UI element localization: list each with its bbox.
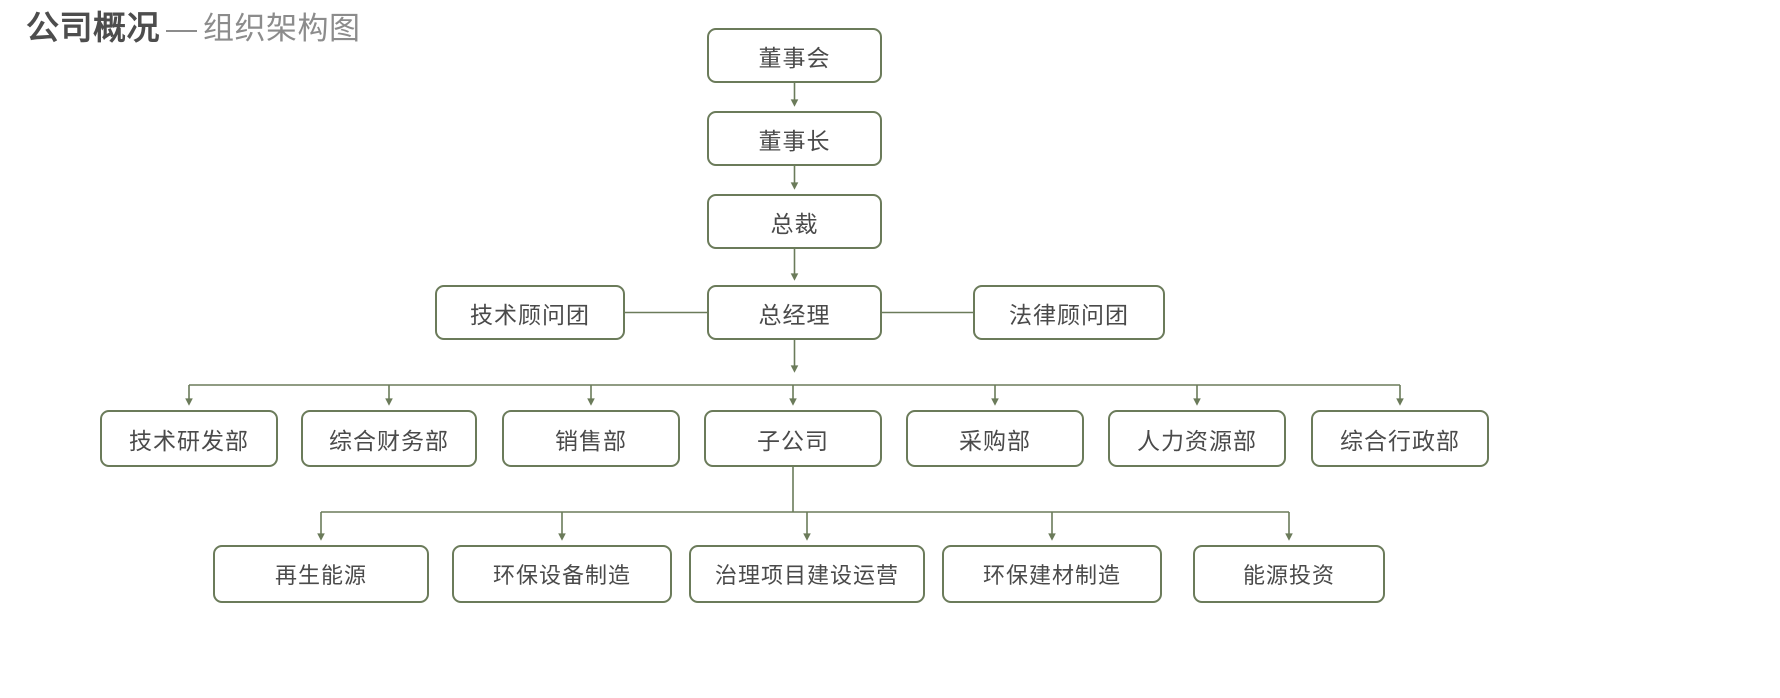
org-node-dept_fin[interactable]: 综合财务部	[301, 410, 477, 467]
org-node-dept_rd[interactable]: 技术研发部	[100, 410, 278, 467]
org-node-president[interactable]: 总裁	[707, 194, 882, 249]
page-title: 公司概况—组织架构图	[26, 8, 361, 48]
org-node-dept_admin[interactable]: 综合行政部	[1311, 410, 1489, 467]
org-node-sub_proj[interactable]: 治理项目建设运营	[689, 545, 925, 603]
page-title-subtitle: 组织架构图	[203, 11, 361, 46]
org-node-board[interactable]: 董事会	[707, 28, 882, 83]
org-node-sub_mat[interactable]: 环保建材制造	[942, 545, 1162, 603]
org-node-dept_sub[interactable]: 子公司	[704, 410, 882, 467]
org-node-sub_equip[interactable]: 环保设备制造	[452, 545, 672, 603]
org-node-gm[interactable]: 总经理	[707, 285, 882, 340]
org-node-dept_sales[interactable]: 销售部	[502, 410, 680, 467]
org-node-chairman[interactable]: 董事长	[707, 111, 882, 166]
org-node-tech_adv[interactable]: 技术顾问团	[435, 285, 625, 340]
org-node-sub_renew[interactable]: 再生能源	[213, 545, 429, 603]
page-title-separator: —	[166, 11, 197, 46]
page-title-main: 公司概况	[26, 9, 160, 46]
org-node-dept_hr[interactable]: 人力资源部	[1108, 410, 1286, 467]
org-node-sub_invest[interactable]: 能源投资	[1193, 545, 1385, 603]
org-node-legal_adv[interactable]: 法律顾问团	[973, 285, 1165, 340]
org-node-dept_proc[interactable]: 采购部	[906, 410, 1084, 467]
